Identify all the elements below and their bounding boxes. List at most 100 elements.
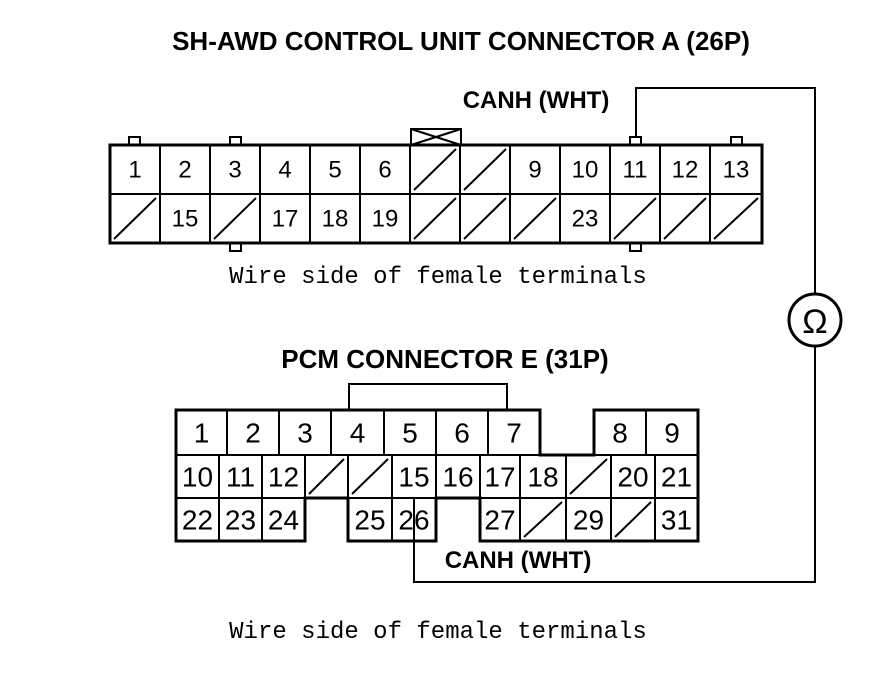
pin-number: 9 xyxy=(664,418,680,449)
connector-a-pin: 3 xyxy=(228,145,261,194)
connector-e-pin: 6 xyxy=(454,410,489,455)
connector-a-pin xyxy=(463,194,511,243)
pin-number: 21 xyxy=(661,462,692,493)
pin-number: 1 xyxy=(128,157,141,184)
unused-cavity-slash xyxy=(513,197,557,240)
pin-number: 8 xyxy=(612,418,628,449)
connector-e-wire-label: CANH (WHT) xyxy=(445,547,592,574)
connector-a-pin xyxy=(613,194,661,243)
pin-number: 3 xyxy=(228,157,241,184)
pin-number: 11 xyxy=(226,462,255,493)
connector-a-wire-label: CANH (WHT) xyxy=(463,87,610,114)
connector-a-pin: 1 xyxy=(128,145,161,194)
connector-e-pin: 17 xyxy=(484,455,521,498)
connector-e-pin: 9 xyxy=(664,410,699,455)
connector-a-pin xyxy=(413,194,461,243)
pin-number: 15 xyxy=(172,206,199,233)
connector-a-note: Wire side of female terminals xyxy=(229,264,647,291)
connector-e-pin: 4 xyxy=(350,410,385,455)
test-lead-e xyxy=(413,346,816,583)
pin-number: 7 xyxy=(506,418,522,449)
connector-a-pin: 15 xyxy=(172,194,211,243)
pin-number: 23 xyxy=(225,505,256,536)
unused-cavity-slash xyxy=(463,148,507,191)
connector-a-pin: 11 xyxy=(623,145,661,194)
connector-a-pin xyxy=(113,194,161,243)
connector-e-pin: 21 xyxy=(661,455,699,498)
pin-number: 20 xyxy=(617,462,648,493)
pin-number: 2 xyxy=(178,157,191,184)
connector-e-pin: 29 xyxy=(573,498,612,541)
connector-a-pin: 4 xyxy=(278,145,311,194)
pin-number: 2 xyxy=(245,418,261,449)
connector-a-pin: 2 xyxy=(178,145,211,194)
connector-a-pin: 23 xyxy=(572,194,611,243)
pin-number: 5 xyxy=(402,418,418,449)
connector-a-pin: 13 xyxy=(723,145,763,194)
pin-number: 31 xyxy=(661,505,692,536)
connector-e-pin: 3 xyxy=(297,410,332,455)
pin-number: 15 xyxy=(398,462,429,493)
pin-number: 5 xyxy=(328,157,341,184)
unused-cavity-slash xyxy=(463,197,507,240)
pin-number: 22 xyxy=(182,505,213,536)
pin-number: 12 xyxy=(268,462,299,493)
pin-number: 29 xyxy=(573,505,604,536)
pin-number: 6 xyxy=(378,157,391,184)
connector-e-pin: 26 xyxy=(398,498,437,541)
pin-number: 17 xyxy=(272,206,299,233)
pin-number: 18 xyxy=(322,206,349,233)
pin-number: 6 xyxy=(454,418,470,449)
connector-e-pin xyxy=(308,455,349,498)
connector-e-pin: 16 xyxy=(442,455,481,498)
connector-a-pin xyxy=(713,194,763,243)
ohm-symbol: Ω xyxy=(802,303,827,341)
connector-e-pin: 11 xyxy=(226,455,263,498)
connector-a-tab xyxy=(730,136,743,145)
pin-number: 4 xyxy=(278,157,291,184)
pin-number: 12 xyxy=(672,157,699,184)
unused-cavity-slash xyxy=(663,197,707,240)
connector-e-key-bridge xyxy=(348,383,508,410)
connector-e-pin: 24 xyxy=(268,498,306,541)
connector-a-title: SH-AWD CONTROL UNIT CONNECTOR A (26P) xyxy=(172,26,750,56)
connector-a-pin xyxy=(513,194,561,243)
connector-e-pin: 7 xyxy=(506,410,541,455)
connector-a-tab xyxy=(229,243,242,252)
connector-a-pin: 6 xyxy=(378,145,411,194)
connector-a-pin: 10 xyxy=(572,145,611,194)
unused-cavity-slash xyxy=(351,458,389,495)
pin-number: 10 xyxy=(182,462,213,493)
connector-e-pin xyxy=(351,455,393,498)
unused-cavity-slash xyxy=(614,501,652,538)
connector-e-pin: 8 xyxy=(612,410,647,455)
connector-e-pin: 20 xyxy=(617,455,656,498)
connector-a-pin xyxy=(413,145,461,194)
pin-number: 24 xyxy=(268,505,299,536)
connector-a-key xyxy=(410,128,462,146)
connector-a-pin: 9 xyxy=(528,145,561,194)
connector-e-note: Wire side of female terminals xyxy=(229,619,647,646)
connector-a-tab xyxy=(229,136,242,145)
connector-a-pin: 12 xyxy=(672,145,711,194)
unused-cavity-slash xyxy=(113,197,157,240)
connector-a-pin: 5 xyxy=(328,145,361,194)
connector-a-pin: 18 xyxy=(322,194,361,243)
test-lead-a xyxy=(635,87,816,294)
connector-e-pin: 2 xyxy=(245,410,280,455)
connector-a-tab xyxy=(128,136,141,145)
unused-cavity-slash xyxy=(613,197,657,240)
pin-number: 16 xyxy=(442,462,473,493)
connector-a-pin: 17 xyxy=(272,194,311,243)
unused-cavity-slash xyxy=(213,197,257,240)
pin-number: 9 xyxy=(528,157,541,184)
connector-e-pin: 18 xyxy=(527,455,567,498)
connector-e-pin xyxy=(569,455,612,498)
connector-e-pin: 31 xyxy=(661,498,699,541)
pin-number: 13 xyxy=(723,157,750,184)
ohmmeter-icon: Ω xyxy=(787,292,843,348)
pin-number: 10 xyxy=(572,157,599,184)
pin-number: 1 xyxy=(194,418,210,449)
connector-e-pin: 1 xyxy=(194,410,228,455)
